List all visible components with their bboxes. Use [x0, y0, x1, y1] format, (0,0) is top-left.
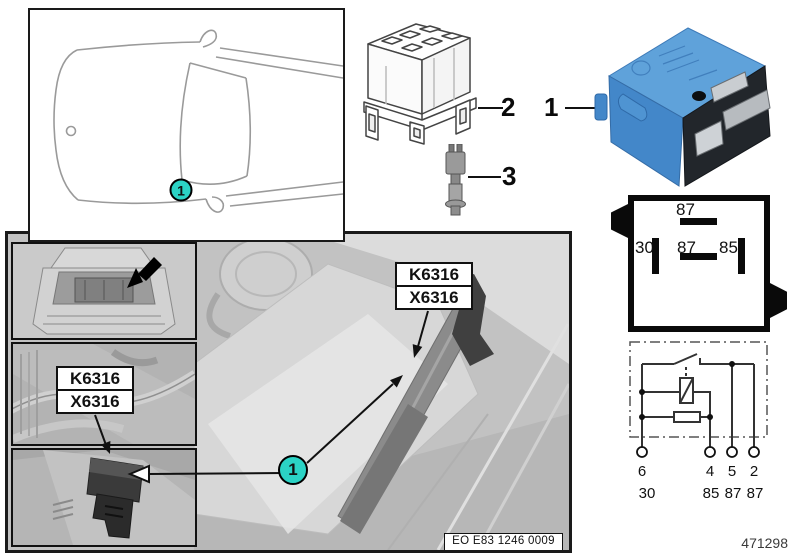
car-location-panel: 1 — [28, 8, 345, 242]
arrow-callout-to-location-icon — [306, 375, 403, 464]
pin-label-87-center: 87 — [677, 238, 696, 257]
relay-product-photo — [594, 27, 771, 187]
document-number: 471298 — [741, 535, 788, 551]
relay-side-tab — [594, 93, 608, 121]
pin-blade-87-center — [680, 253, 717, 260]
hood-open-inset-photo — [11, 242, 197, 340]
component-label-main: K6316 X6316 — [395, 262, 473, 310]
photo-code-label: EO E83 1246 0009 — [444, 533, 563, 550]
relay-code: K6316 — [408, 265, 460, 284]
socket-code: X6316 — [58, 389, 132, 412]
terminal-pin-4: 4 — [706, 463, 714, 480]
terminal-circles — [636, 446, 760, 458]
connector-pin-illustration — [445, 144, 466, 216]
leader-line-1 — [565, 107, 597, 109]
car-top-view — [53, 29, 343, 213]
pin-diagram-right-tab — [770, 283, 787, 318]
pin-label-30: 30 — [635, 238, 654, 257]
callout-2[interactable]: 2 — [501, 92, 516, 122]
schematic-boundary — [629, 341, 768, 438]
relay-socket-illustration — [363, 23, 477, 145]
relay-circuit-schematic: 6 4 5 2 30 85 87 87 — [629, 341, 768, 502]
pin-blade-30 — [652, 238, 659, 274]
relay-top-markings — [631, 45, 718, 81]
photo-arrows-overlay — [94, 310, 429, 484]
pin-blade-85 — [738, 238, 745, 274]
circuit-30: 30 — [639, 485, 656, 502]
pin-label-87-top: 87 — [676, 200, 695, 219]
hood-open-illustration — [32, 247, 176, 335]
callout-1[interactable]: 1 — [544, 92, 559, 122]
arrow-label-to-relay-icon — [94, 414, 111, 454]
terminal-pin-2: 2 — [750, 463, 758, 480]
circuit-87a: 87 — [725, 485, 742, 502]
arrow-down-left-icon — [127, 257, 162, 288]
terminal-pin-6: 6 — [638, 463, 646, 480]
arrow-callout-to-relay-icon — [127, 464, 285, 484]
car-callout-1[interactable]: 1 — [169, 178, 193, 202]
leader-line-3 — [468, 176, 501, 178]
engine-bay-photo — [8, 234, 569, 550]
relay-pins — [694, 71, 771, 157]
circuit-87b: 87 — [747, 485, 764, 502]
leader-line-2 — [478, 107, 503, 109]
pin-diagram-left-tab — [611, 204, 628, 238]
socket-code: X6316 — [397, 285, 471, 308]
terminal-pin-5: 5 — [728, 463, 736, 480]
engine-bay-photo-panel: K6316 X6316 K6316 X6316 1 EO E83 1246 00… — [5, 231, 572, 553]
arrow-main-label-icon — [412, 310, 429, 358]
pin-label-85: 85 — [719, 238, 738, 257]
relay-code: K6316 — [69, 369, 121, 388]
callout-3[interactable]: 3 — [502, 161, 517, 191]
circuit-85: 85 — [703, 485, 720, 502]
component-label-inset: K6316 X6316 — [56, 366, 134, 414]
pin-blade-87-top — [680, 218, 717, 225]
photo-callout-1[interactable]: 1 — [278, 455, 308, 485]
relay-pin-diagram — [628, 195, 770, 332]
